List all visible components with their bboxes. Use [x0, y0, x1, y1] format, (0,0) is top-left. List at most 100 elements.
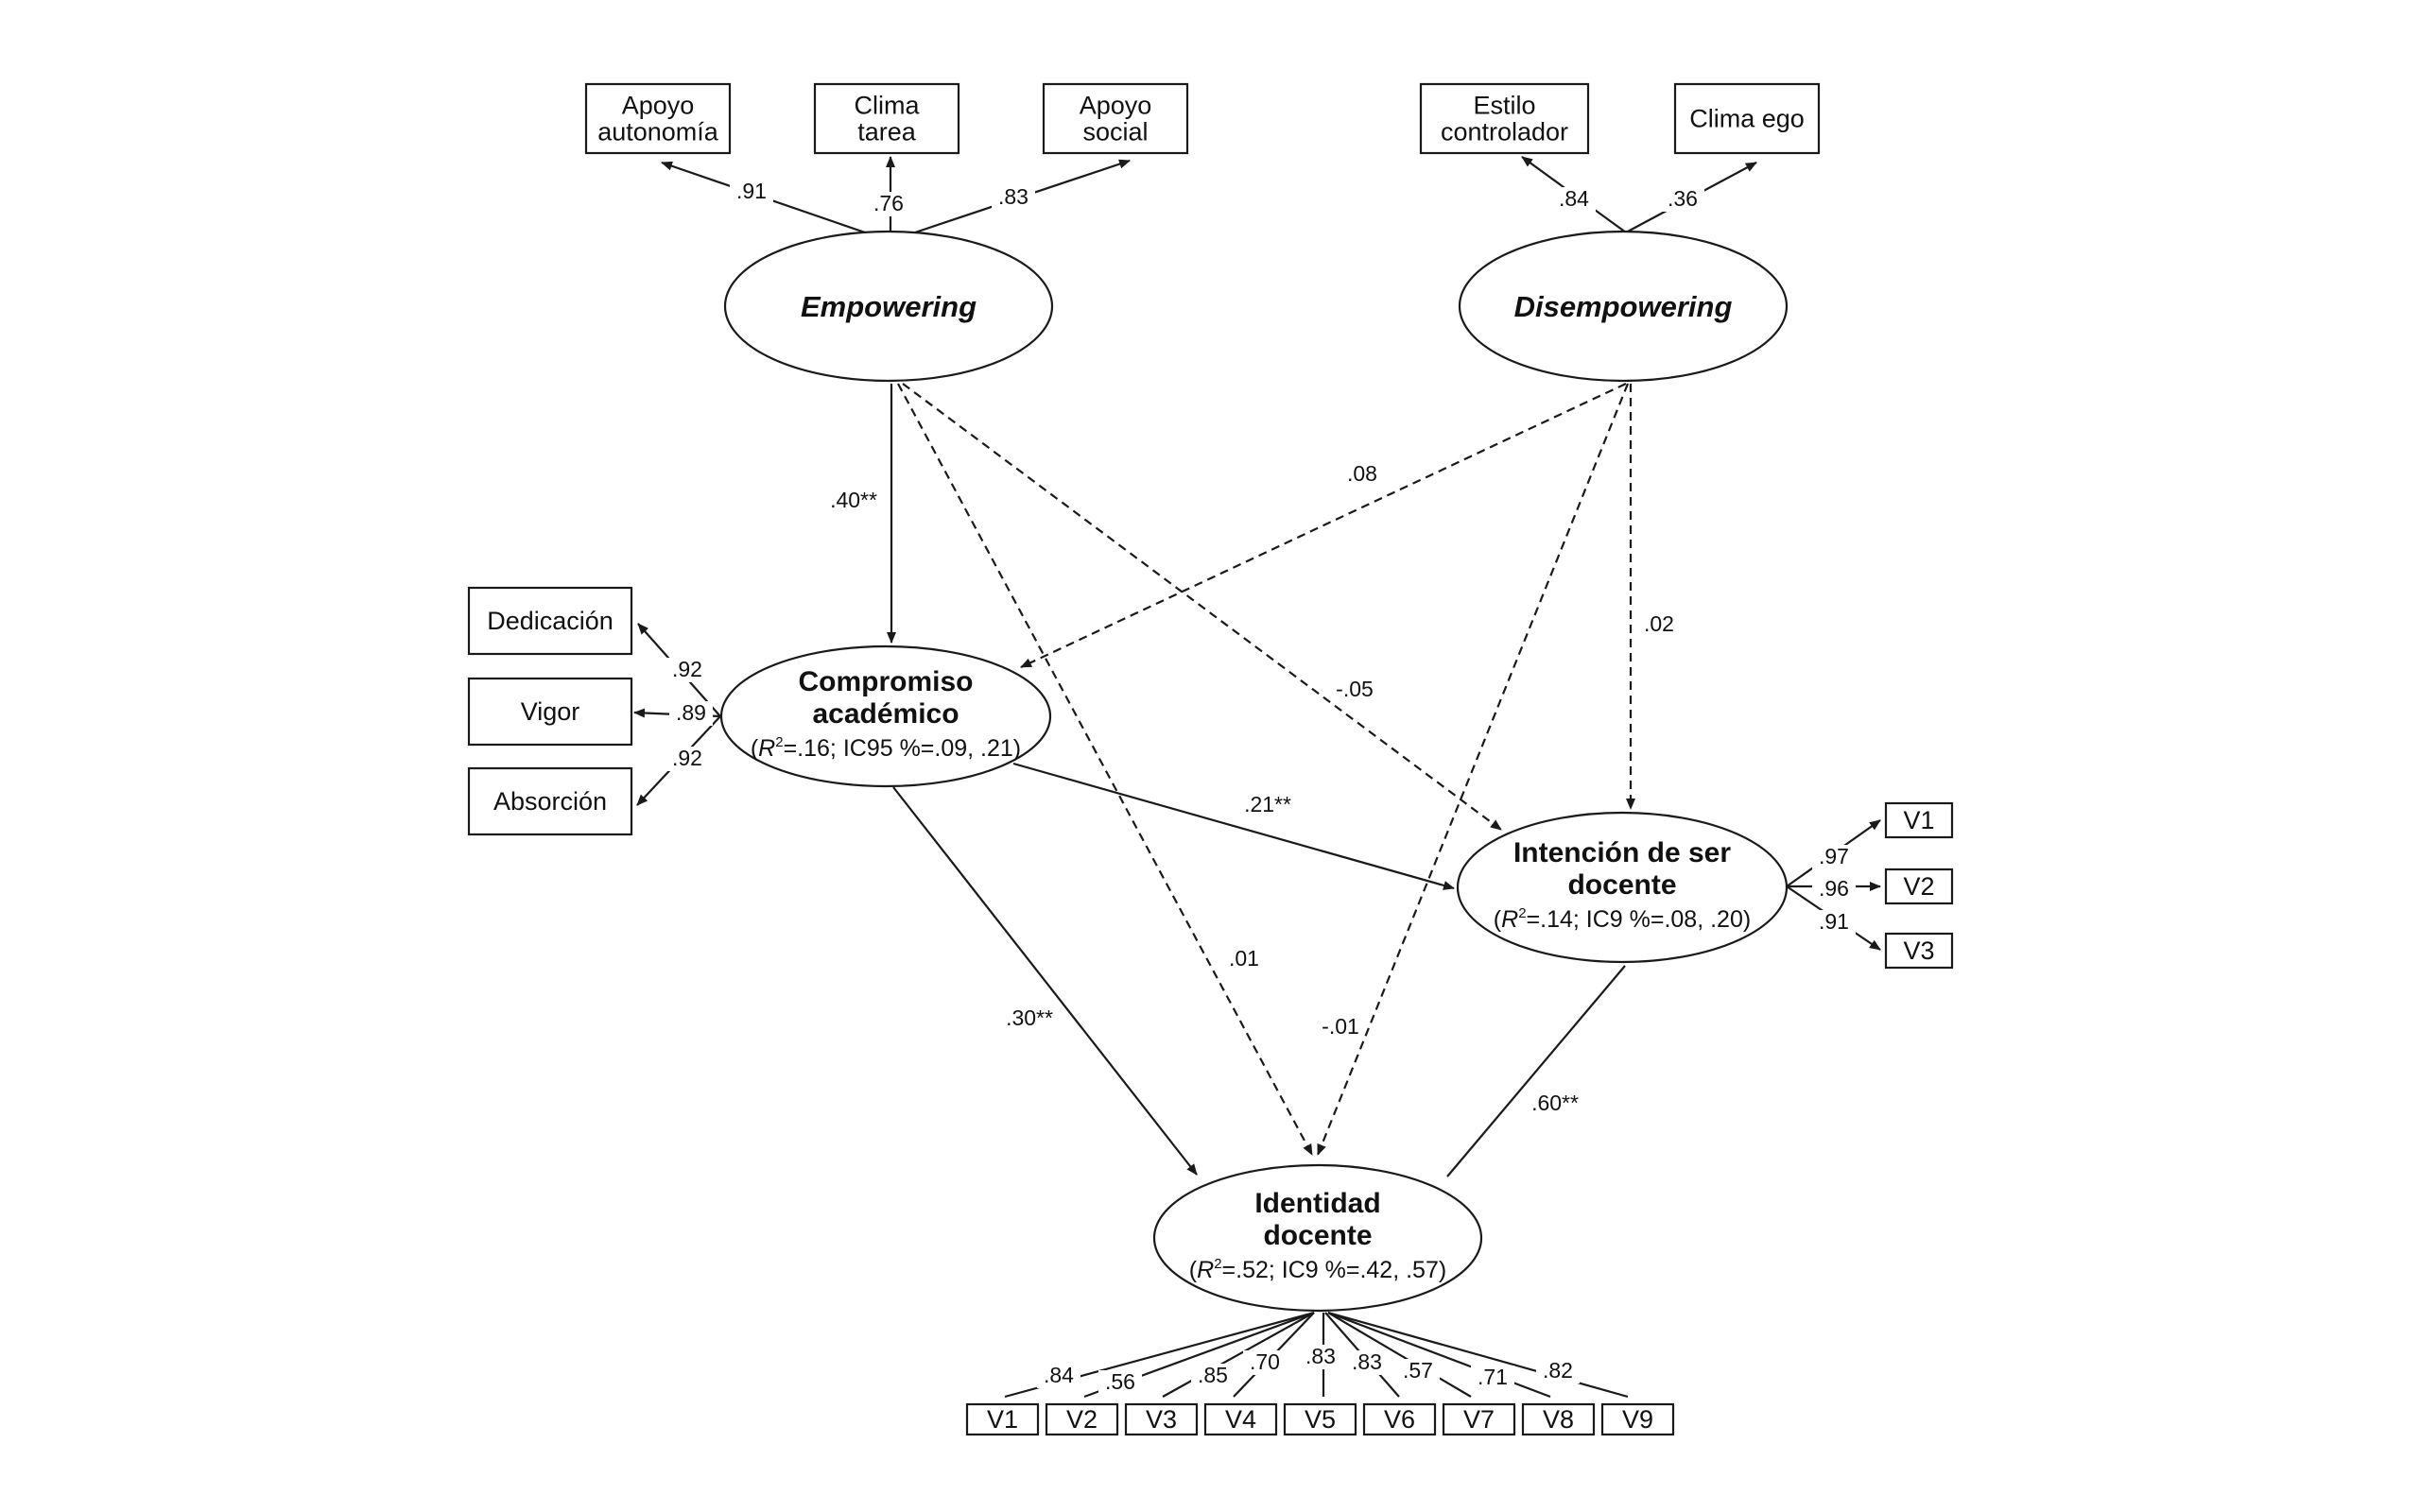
indicator-box-intencion-1: V1: [1884, 801, 1954, 839]
labels-layer: .40**.01-.05.08-.01.02.21**.30**.60**.91…: [666, 179, 1856, 1395]
loading-label-bg: [1471, 1366, 1514, 1390]
indicator-box-identidad-5: V5: [1283, 1402, 1357, 1436]
indicator-label: V4: [1225, 1405, 1256, 1434]
path-coefficient-compromiso-identidad: .30**: [1006, 1005, 1053, 1030]
indicator-box-disempowering-2: Clima ego: [1673, 82, 1821, 155]
indicator-label: Dedicación: [487, 607, 614, 635]
latent-r2-stat: (R2=.16; IC95 %=.09, .21): [751, 734, 1021, 762]
indicator-rect: [1521, 1402, 1596, 1436]
indicator-label: V2: [1066, 1405, 1098, 1434]
loading-label-bg: [992, 185, 1035, 210]
loading-value-compromiso-2: .89: [676, 700, 706, 725]
loading-label-bg: [1812, 910, 1856, 935]
loading-label-bg: [1661, 187, 1704, 212]
loading-label-bg: [666, 747, 709, 771]
indicator-rect: [467, 677, 633, 747]
loading-label-bg: [1098, 1370, 1142, 1395]
loading-value-identidad-4: .70: [1250, 1349, 1280, 1374]
loading-label-bg: [1536, 1359, 1580, 1383]
indicator-rect: [1283, 1402, 1357, 1436]
latent-ellipse: [1152, 1163, 1483, 1313]
path-coefficient-empowering-intencion: -.05: [1336, 677, 1374, 701]
indicator-label: V9: [1622, 1405, 1653, 1434]
path-coefficient-intencion-identidad: .60**: [1531, 1091, 1579, 1115]
indicator-label: V5: [1305, 1405, 1336, 1434]
loading-value-intencion-1: .97: [1819, 844, 1849, 868]
indicator-rect: [584, 82, 732, 155]
path-empowering-identidad-dashed: [897, 383, 1313, 1156]
indicator-rect: [1203, 1402, 1278, 1436]
indicator-rect: [1442, 1402, 1516, 1436]
latent-ellipse: [1458, 230, 1789, 383]
loading-label-bg: [1396, 1359, 1440, 1383]
latent-label-line2: docente: [1567, 869, 1676, 901]
indicator-rect: [965, 1402, 1040, 1436]
indicator-rect: [1673, 82, 1821, 155]
indicator-label: V6: [1384, 1405, 1415, 1434]
path-compromiso-identidad-solid: [892, 786, 1198, 1176]
indicator-rect: [1042, 82, 1189, 155]
loading-value-disempowering-1: .84: [1559, 186, 1589, 211]
indicator-rect: [1884, 932, 1954, 970]
path-coefficient-disempowering-identidad: -.01: [1322, 1014, 1359, 1039]
loading-label-bg: [1299, 1345, 1342, 1369]
loading-label-bg: [867, 192, 910, 216]
indicator-rect: [467, 586, 633, 656]
indicator-box-identidad-7: V7: [1442, 1402, 1516, 1436]
indicator-label: Apoyo: [622, 92, 695, 120]
indicator-label: tarea: [857, 118, 917, 146]
path-intencion-identidad-solid: [1446, 965, 1626, 1177]
loading-value-compromiso-3: .92: [672, 746, 702, 770]
indicator-rect: [1362, 1402, 1437, 1436]
loading-label-bg: [1812, 845, 1856, 869]
loading-value-intencion-2: .96: [1819, 876, 1849, 901]
path-coefficient-disempowering-intencion: .02: [1644, 611, 1674, 636]
indicator-label: V1: [1903, 806, 1934, 834]
indicator-box-intencion-3: V3: [1884, 932, 1954, 970]
path-coefficient-empowering-compromiso: .40**: [830, 488, 877, 512]
indicator-rect: [1419, 82, 1590, 155]
loading-value-identidad-2: .56: [1105, 1369, 1135, 1394]
nodes-layer: ApoyoautonomíaClimatareaApoyosocialEstil…: [467, 82, 1954, 1436]
indicator-box-identidad-4: V4: [1203, 1402, 1278, 1436]
indicator-rect: [467, 766, 633, 836]
indicator-label: Estilo: [1473, 92, 1535, 120]
latent-label: Disempowering: [1514, 290, 1733, 323]
loading-value-identidad-3: .85: [1198, 1363, 1228, 1387]
loading-label-bg: [1191, 1364, 1235, 1388]
loading-value-disempowering-2: .36: [1668, 186, 1698, 211]
latent-label-line2: académico: [812, 698, 959, 730]
indicator-label: Clima ego: [1689, 105, 1805, 133]
indicator-label: Clima: [854, 92, 920, 120]
indicator-rect: [813, 82, 960, 155]
indicator-box-identidad-6: V6: [1362, 1402, 1437, 1436]
indicator-label: V1: [987, 1405, 1018, 1434]
loading-line-identidad-3: [1162, 1312, 1315, 1398]
latent-label-line2: docente: [1263, 1220, 1372, 1251]
loading-value-identidad-9: .82: [1543, 1358, 1573, 1383]
indicator-rect: [1045, 1402, 1119, 1436]
latent-label-line1: Intención de ser: [1513, 837, 1731, 868]
indicator-label: controlador: [1441, 118, 1568, 146]
latent-empowering: Empowering: [723, 230, 1054, 383]
latent-label-line1: Compromiso: [798, 666, 973, 697]
indicator-box-intencion-2: V2: [1884, 868, 1954, 905]
path-disempowering-compromiso-dashed: [1020, 383, 1627, 668]
indicator-label: Apoyo: [1080, 92, 1152, 120]
indicator-rect: [1884, 801, 1954, 839]
loading-label-bg: [1812, 877, 1856, 902]
indicator-rect: [1884, 868, 1954, 905]
indicator-box-identidad-1: V1: [965, 1402, 1040, 1436]
indicator-label: autonomía: [597, 118, 719, 146]
indicator-rect: [1600, 1402, 1675, 1436]
loading-label-bg: [1345, 1350, 1389, 1375]
loading-label-bg: [730, 180, 773, 204]
path-compromiso-intencion-solid: [1012, 762, 1455, 890]
indicator-label: Vigor: [521, 697, 580, 726]
loading-value-compromiso-1: .92: [672, 657, 702, 681]
